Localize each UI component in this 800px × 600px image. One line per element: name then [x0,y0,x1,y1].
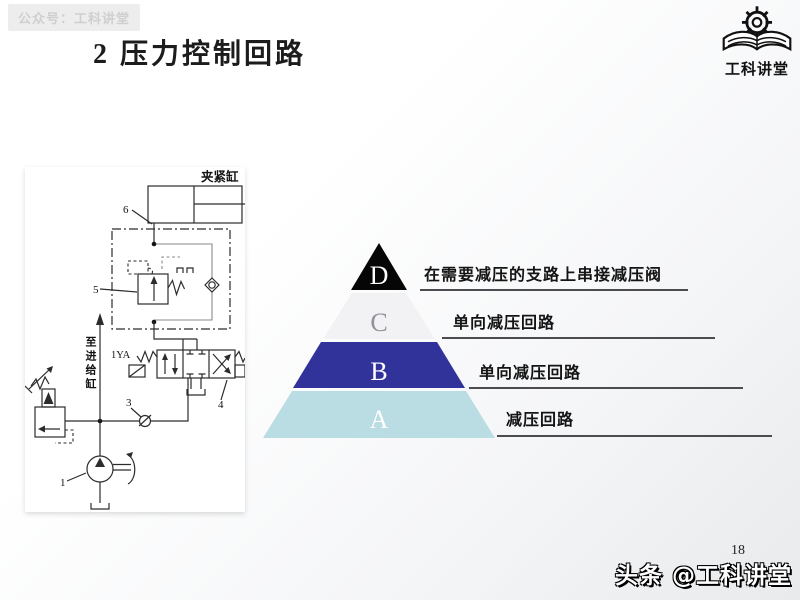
check-valve-3 [138,414,152,428]
pyramid-letter-d: D [370,261,389,290]
pipe [153,322,198,350]
brand-logo-label: 工科讲堂 [724,62,789,78]
relief-valve [24,366,74,444]
label-6: 6 [123,204,129,216]
drain-port-icon [176,267,194,273]
level-b-underline [469,387,743,389]
wechat-account-badge: 公众号：工科讲堂 [8,4,141,31]
page-title: 2 压力控制回路 [93,39,307,70]
level-a-underline [497,435,772,437]
pyramid-layer-b [293,342,465,388]
hydraulic-circuit-panel: 夹紧缸 6 5 [24,167,246,512]
level-d-description: 在需要减压的支路上串接减压阀 [424,267,663,284]
label-3: 3 [126,397,132,409]
leader-1 [66,472,87,482]
leader-5 [99,288,138,293]
pyramid-letter-b: B [370,357,387,386]
clamp-cylinder [147,185,245,224]
brand-logo: 工科讲堂 [714,2,800,79]
junction-dot [151,241,157,247]
clamp-cylinder-label: 夹紧缸 [201,169,239,184]
check-valve-icon [204,277,220,293]
page-number: 18 [731,543,745,558]
reducing-valve [127,256,194,305]
pyramid-layer-d [351,243,407,290]
leader-6 [131,209,153,225]
book-icon [722,30,792,52]
pyramid-letter-a: A [370,405,389,434]
level-d-underline [420,289,688,291]
pilot-line [161,256,180,269]
label-5: 5 [93,284,99,296]
leader-3 [130,407,142,418]
level-b-description: 单向减压回路 [479,365,582,382]
pump [86,423,136,510]
directional-valve [128,349,246,396]
subplate-enclosure [111,228,231,330]
watermark: 头条 @工科讲堂 [614,563,792,589]
pyramid-chart: D C B A [263,243,495,438]
label-4: 4 [218,399,224,411]
flow-arrow-icon [96,313,104,325]
internal-loop [154,243,213,321]
label-1: 1 [60,477,66,489]
solenoid-label: 1YA [111,350,131,361]
leader-4 [220,379,228,401]
pyramid-letter-c: C [370,308,387,337]
hydraulic-circuit-diagram: 夹紧缸 6 5 [24,169,246,510]
feed-cylinder-label: 至进给缸 [84,336,96,392]
pyramid-layer-a [263,391,495,438]
level-c-underline [442,337,715,339]
gear-book-icon [722,6,792,52]
level-c-description: 单向减压回路 [453,315,556,332]
level-a-description: 减压回路 [506,412,575,429]
gear-icon [741,6,773,39]
pyramid-layer-c [323,293,435,339]
